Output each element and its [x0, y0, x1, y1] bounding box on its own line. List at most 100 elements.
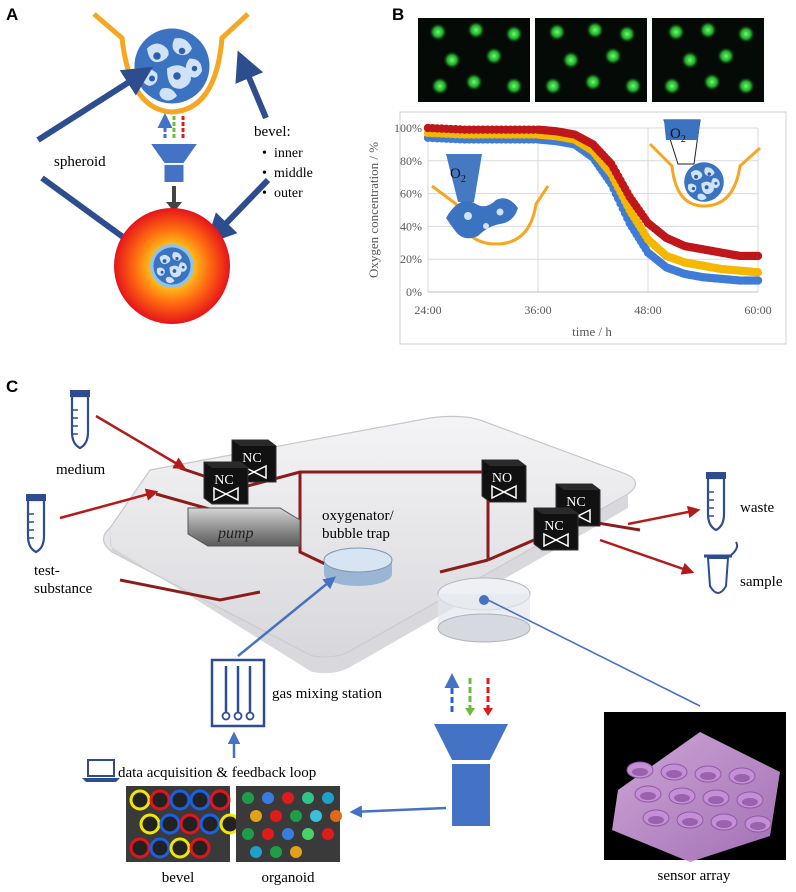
valve-symbol-icon	[213, 486, 239, 502]
o2-funnel-right	[664, 120, 700, 140]
o2-label-right: O2	[670, 126, 686, 145]
bevel-ring	[129, 789, 151, 811]
bevel-ring	[149, 837, 171, 859]
medium-tube-icon	[68, 388, 92, 450]
pump-label: pump	[217, 525, 254, 542]
bevel-arrow-bottom	[205, 177, 271, 245]
organoid-dot	[262, 828, 274, 840]
spheroid-fluorescence-spot	[737, 25, 755, 43]
organoid-dot	[242, 792, 254, 804]
spheroid-fluorescence-spot	[485, 47, 503, 65]
spheroid-fluorescence-spot	[584, 73, 602, 91]
organoid-dot	[330, 810, 342, 822]
spheroid-fluorescence-spot	[703, 73, 721, 91]
chart-ytick-label: 40%	[400, 219, 422, 233]
panel-c-letter: C	[6, 377, 18, 396]
bevel-ring	[129, 837, 151, 859]
sample-tube-icon	[704, 541, 739, 594]
organoid-dot	[262, 792, 274, 804]
chart-point	[753, 251, 763, 261]
bevel-title: bevel:	[254, 124, 291, 140]
chart-ytick-label: 60%	[400, 187, 422, 201]
chart-point	[753, 268, 763, 277]
spheroid-fluorescence-spot	[548, 23, 566, 41]
bevel-ring	[209, 789, 231, 811]
chart-series	[423, 133, 763, 285]
valve-no: NO	[481, 459, 527, 503]
spheroid-fluorescence-spot	[699, 21, 717, 39]
sensor-well	[437, 577, 531, 643]
bevel-item-inner: inner	[274, 146, 303, 161]
camera-icon	[434, 724, 508, 826]
chart-xtick-label: 48:00	[634, 303, 661, 317]
chart-xtick-label: 36:00	[524, 303, 551, 317]
detector-icon	[151, 144, 197, 182]
spheroid-fluorescence-spot	[467, 21, 485, 39]
spheroid-fluorescence-spot	[562, 51, 580, 69]
gas-station-label: gas mixing station	[272, 686, 382, 702]
spheroid-top	[134, 28, 210, 104]
chart-xlabel: time / h	[572, 324, 612, 339]
organoid-dot	[242, 828, 254, 840]
bevel-ring	[189, 789, 211, 811]
spheroid-fluorescence-spot	[431, 77, 449, 95]
valve-label: NC	[214, 473, 233, 488]
pump: pump	[187, 507, 301, 547]
organoid-dot	[270, 846, 282, 858]
chart-ytick-label: 80%	[400, 154, 422, 168]
organoid-dot	[282, 828, 294, 840]
spheroid-fluorescence-spot	[544, 77, 562, 95]
bevel-ring	[179, 813, 201, 835]
panel-c: C pump	[6, 377, 786, 886]
organoid-dot	[302, 792, 314, 804]
waste-arrow	[627, 505, 701, 526]
bevel-ring	[169, 789, 191, 811]
organoid-dot	[310, 810, 322, 822]
inset-right: O2	[648, 119, 762, 208]
sensor-callout-line	[487, 599, 701, 707]
organoid-dot	[250, 846, 262, 858]
chart-xtick-label: 24:00	[414, 303, 441, 317]
bevel-ring	[199, 813, 221, 835]
spheroid-fluorescence-spot	[624, 77, 642, 95]
gas-mixing-station-icon	[210, 658, 266, 728]
spheroid-fluorescence-spot	[618, 25, 636, 43]
svg-text:•: •	[262, 166, 267, 181]
chart-ytick-label: 100%	[394, 121, 422, 135]
test-substance-tube-icon	[24, 492, 48, 554]
spheroid-fluorescence-spot	[429, 23, 447, 41]
o2-label-left: O2	[450, 166, 466, 185]
organoid-dot	[322, 792, 334, 804]
bevel-item-middle: middle	[274, 166, 313, 181]
organoid-dot	[290, 846, 302, 858]
data-acquisition-label: data acquisition & feedback loop	[118, 765, 316, 781]
bevel-ring	[139, 813, 161, 835]
valve-label: NC	[242, 451, 261, 466]
spheroid-fluorescence-spot	[443, 51, 461, 69]
sensor-mesh-surface	[612, 732, 780, 862]
chart-ylabel: Oxygen concentration / %	[366, 142, 381, 278]
inset-left: O2	[431, 154, 550, 246]
waste-tube-icon	[704, 470, 728, 532]
bevel-ring	[169, 837, 191, 859]
medium-label: medium	[56, 462, 105, 478]
organoid-dot	[302, 828, 314, 840]
valve-nc: NC	[203, 461, 249, 505]
spheroid-fluorescence-spot	[604, 47, 622, 65]
waste-label: waste	[740, 500, 774, 516]
spheroid-fluorescence-spot	[717, 47, 735, 65]
organoid-dot	[322, 828, 334, 840]
valve-nc: NC	[533, 507, 579, 551]
bevel-ring	[159, 813, 181, 835]
camera-to-images-arrow	[349, 805, 447, 818]
panel-a-letter: A	[6, 5, 18, 24]
panel-a: A spheroid bevel: • inner • middle • out…	[6, 5, 313, 324]
oxygenator	[323, 547, 393, 586]
panel-b-letter: B	[392, 5, 404, 24]
bevel-list: • inner • middle • outer	[262, 146, 313, 201]
valve-symbol-icon	[543, 532, 569, 548]
test-substance-arrow	[59, 488, 159, 520]
